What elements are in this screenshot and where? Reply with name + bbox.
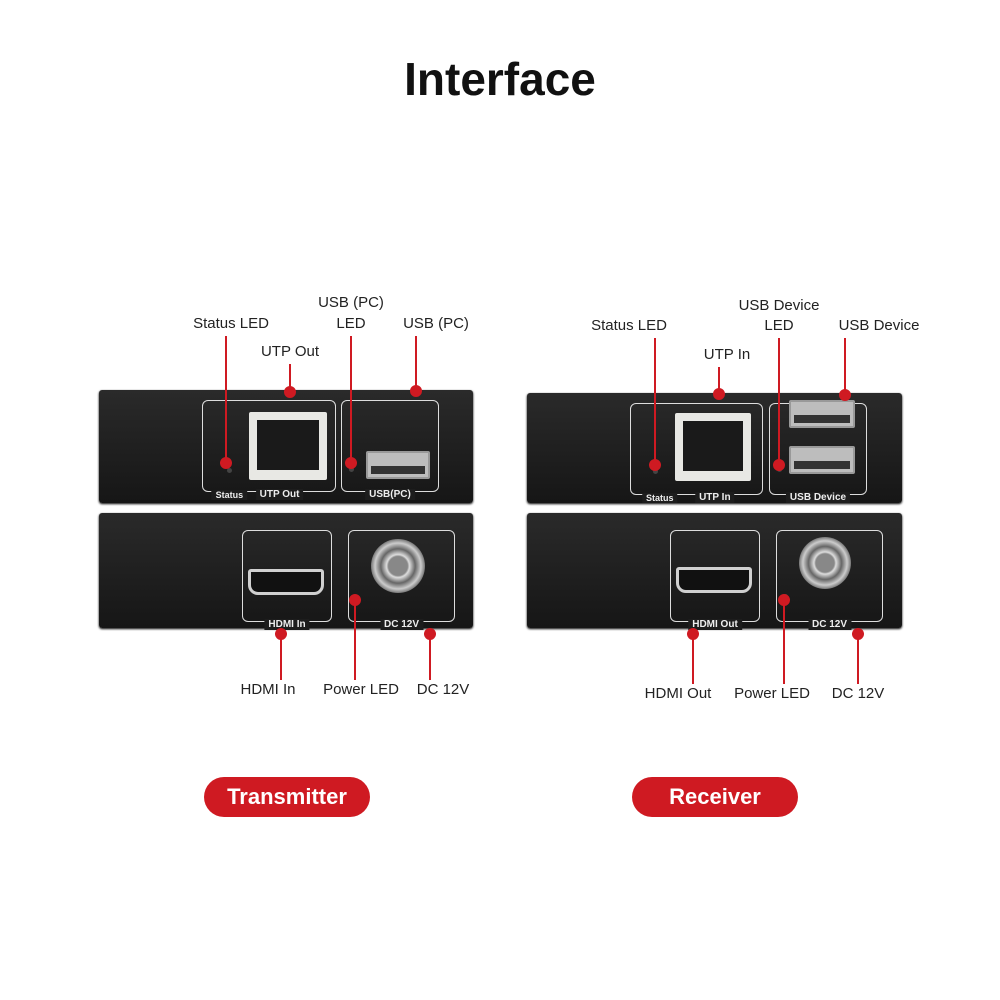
usb-group: USB(PC) xyxy=(341,400,439,500)
transmitter-rear-panel: UTP Out Status USB(PC) xyxy=(99,390,473,503)
callout-dot xyxy=(773,459,785,471)
panel-label-usb: USB(PC) xyxy=(365,489,415,500)
dc-group: DC 12V xyxy=(776,530,883,630)
callout-dot xyxy=(345,457,357,469)
callout-dot xyxy=(424,628,436,640)
status-led xyxy=(227,468,232,473)
tx-label-hdmi-in: HDMI In xyxy=(240,681,296,698)
panel-label-utp: UTP In xyxy=(695,492,735,503)
utp-group: UTP Out Status xyxy=(202,400,336,500)
callout-dot xyxy=(649,459,661,471)
tx-label-utp-out: UTP Out xyxy=(260,343,320,360)
rx-label-dc: DC 12V xyxy=(831,685,885,702)
page-title: Interface xyxy=(404,53,596,105)
rj45-port xyxy=(675,413,751,481)
tx-label-power-led: Power LED xyxy=(323,681,399,698)
panel-label-hdmi: HDMI In xyxy=(264,619,310,630)
receiver-rear-panel: UTP In Status USB Device xyxy=(527,393,902,503)
dc-jack xyxy=(799,537,851,589)
callout-dot xyxy=(275,628,287,640)
tx-label-usb-pc: USB (PC) xyxy=(403,315,469,332)
dc-group: DC 12V xyxy=(348,530,455,630)
status-led xyxy=(653,469,658,474)
hdmi-group: HDMI In xyxy=(242,530,332,630)
hdmi-port xyxy=(248,569,324,595)
rx-label-usb-led-line2: LED xyxy=(764,317,794,334)
usb-led xyxy=(349,467,354,472)
dc-jack xyxy=(371,539,425,593)
tx-label-usb-led-line1: USB (PC) xyxy=(318,294,384,311)
rx-label-usb-led-line1: USB Device xyxy=(738,297,820,314)
tx-label-dc: DC 12V xyxy=(416,681,470,698)
receiver-front-panel: HDMI Out DC 12V xyxy=(527,513,902,630)
utp-group: UTP In Status xyxy=(630,403,763,503)
callout-dot xyxy=(349,594,361,606)
callout-dot xyxy=(410,385,422,397)
callout-dot xyxy=(220,457,232,469)
usb-port-bottom xyxy=(789,446,855,474)
transmitter-badge: Transmitter xyxy=(204,777,370,817)
rx-label-hdmi-out: HDMI Out xyxy=(644,685,712,702)
tx-label-usb-led-line2: LED xyxy=(336,315,366,332)
rx-callouts xyxy=(649,338,864,684)
callout-dot xyxy=(284,386,296,398)
callout-dot xyxy=(687,628,699,640)
panel-label-hdmi: HDMI Out xyxy=(688,619,742,630)
usb-port-top xyxy=(789,400,855,428)
panel-label-utp: UTP Out xyxy=(255,489,304,500)
rx-label-status-led: Status LED xyxy=(591,317,667,334)
panel-label-status: Status xyxy=(642,493,678,503)
callout-dot xyxy=(713,388,725,400)
callout-dot xyxy=(778,594,790,606)
rx-label-power-led: Power LED xyxy=(734,685,810,702)
transmitter-front-panel: HDMI In DC 12V xyxy=(99,513,473,630)
hdmi-group: HDMI Out xyxy=(670,530,760,630)
panel-label-usb: USB Device xyxy=(785,492,851,503)
tx-label-status-led: Status LED xyxy=(193,315,269,332)
rj45-port xyxy=(249,412,327,480)
usb-port xyxy=(366,451,430,479)
panel-label-dc: DC 12V xyxy=(807,619,852,630)
rx-label-utp-in: UTP In xyxy=(703,346,751,363)
callout-dot xyxy=(852,628,864,640)
hdmi-port xyxy=(676,567,752,593)
tx-callouts xyxy=(220,336,436,680)
panel-label-status: Status xyxy=(211,490,248,500)
rx-label-usb-device: USB Device xyxy=(838,317,920,334)
receiver-badge: Receiver xyxy=(632,777,798,817)
callout-dot xyxy=(839,389,851,401)
panel-label-dc: DC 12V xyxy=(379,619,424,630)
